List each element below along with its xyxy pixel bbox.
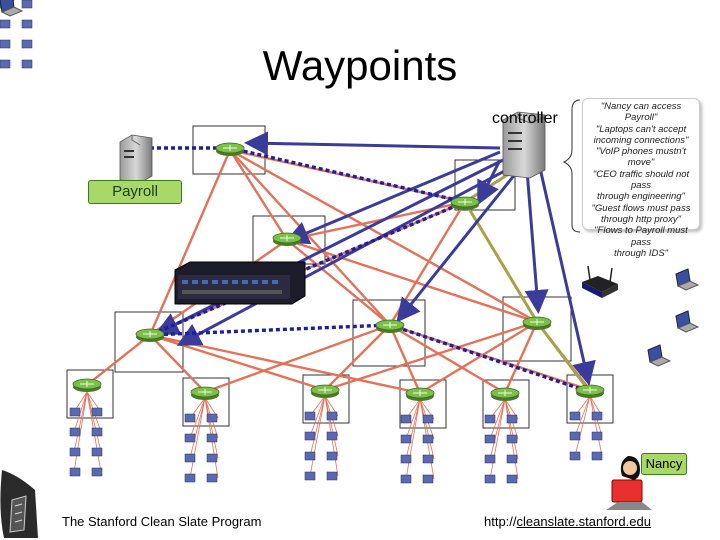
payroll-label: Payroll xyxy=(88,180,182,204)
footer-url-prefix: http:// xyxy=(484,514,517,529)
controller-server-icon xyxy=(502,111,546,179)
policy-line: incoming connections" xyxy=(593,134,689,146)
user-nancy-icon xyxy=(606,456,652,510)
footer-url: http://cleanslate.stanford.edu xyxy=(484,514,651,529)
policy-line: "CEO traffic should not pass xyxy=(592,168,690,192)
nancy-label: Nancy xyxy=(641,453,687,475)
policy-line: through IDS" xyxy=(613,247,669,259)
policy-list: "Nancy can access Payroll" "Laptops can'… xyxy=(582,98,700,259)
page-title: Waypoints xyxy=(262,42,458,89)
policy-line: "Flows to Payroll must pass xyxy=(594,225,688,248)
ids-appliance-icon xyxy=(174,261,306,305)
host-fanout xyxy=(73,391,603,480)
wireless-router-icon xyxy=(582,265,618,298)
controller-label: controller xyxy=(492,110,558,127)
policy-line: "VoIP phones mustn't move" xyxy=(595,146,687,169)
policy-line: "Laptops can't accept xyxy=(595,123,687,135)
brace xyxy=(562,99,581,233)
stanford-logo-icon xyxy=(0,470,38,538)
policy-line: "Nancy can access Payroll" xyxy=(600,101,682,124)
policy-line: through http proxy" xyxy=(601,213,681,225)
footer-program: The Stanford Clean Slate Program xyxy=(62,514,262,529)
policy-line: "Guest flows must pass xyxy=(591,202,691,214)
control-arrows xyxy=(154,131,596,386)
laptop-icon xyxy=(0,0,699,367)
footer-link[interactable]: cleanslate.stanford.edu xyxy=(516,514,651,529)
server-icon xyxy=(119,134,153,184)
policy-line: through engineering" xyxy=(597,191,685,203)
